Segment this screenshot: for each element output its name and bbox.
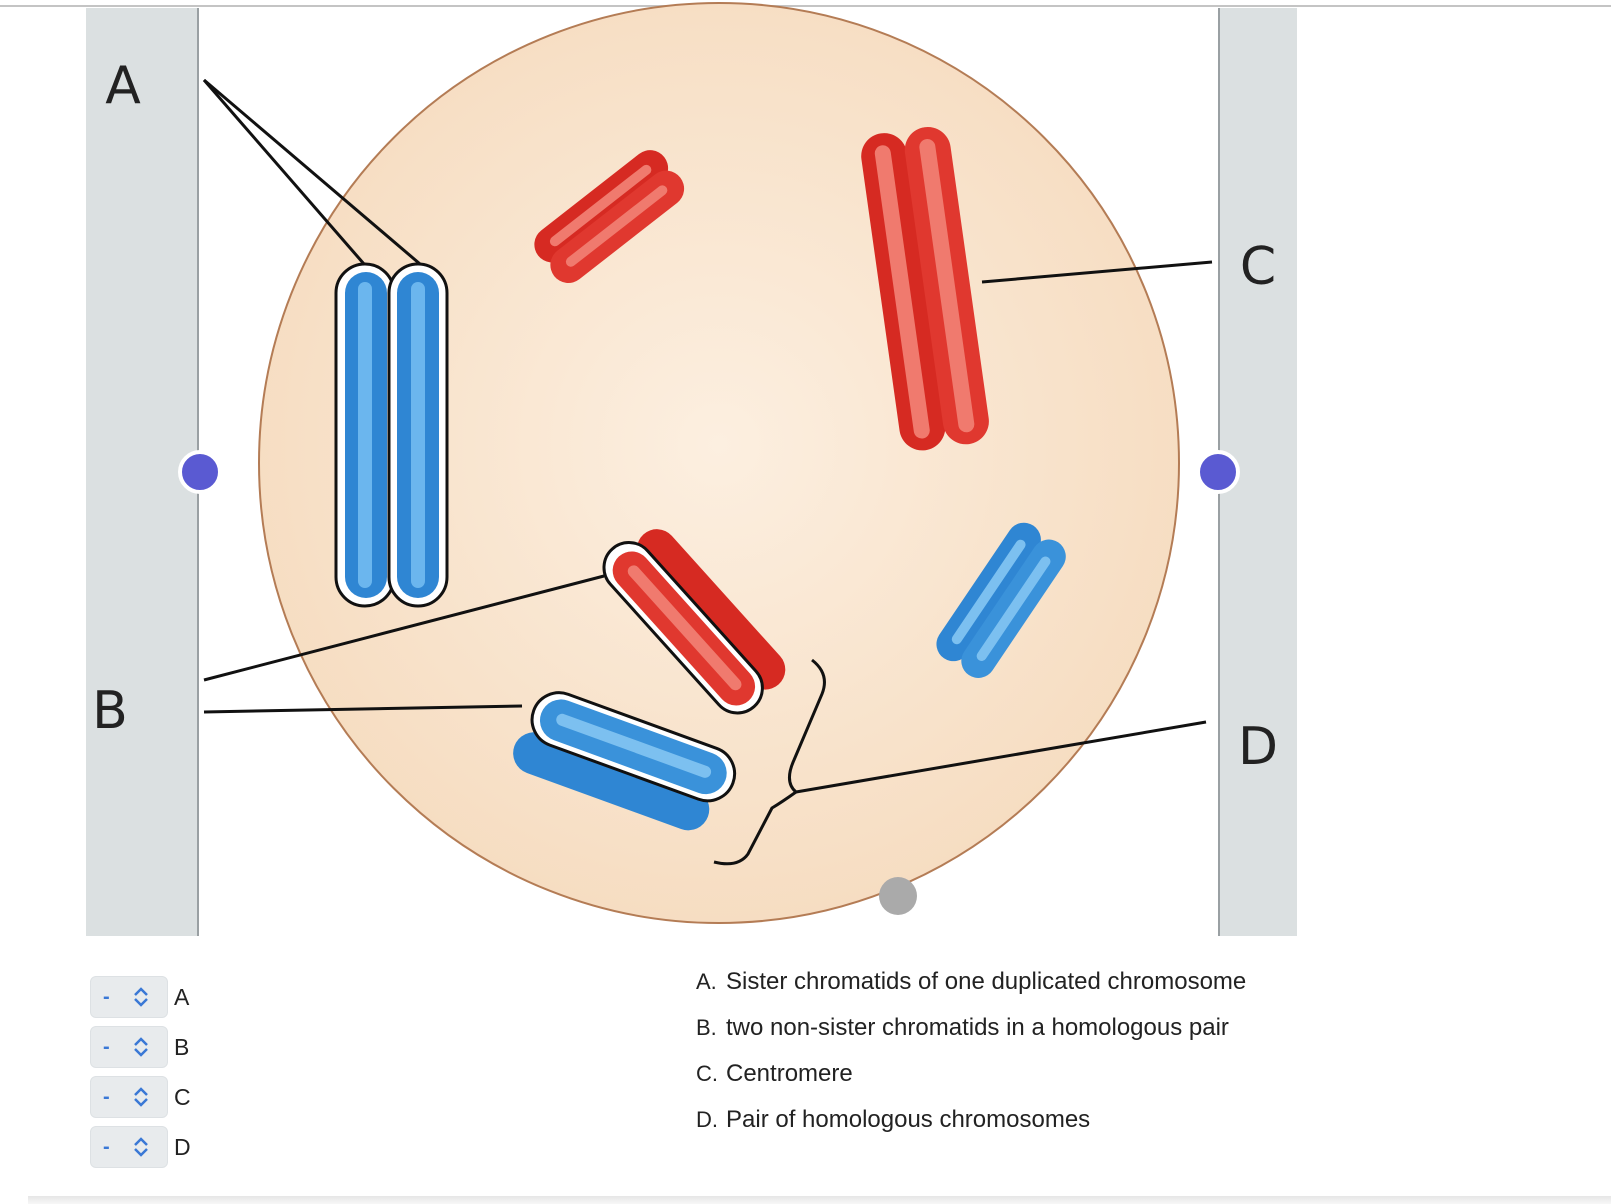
dropdown-target-label: A — [174, 983, 190, 1010]
option-key: B. — [696, 1015, 717, 1040]
top-border — [0, 5, 1611, 7]
up-down-chevron-icon — [133, 1087, 148, 1107]
dropdown-row-d: - D — [90, 1126, 191, 1168]
option-d: D. Pair of homologous chromosomes — [696, 1106, 1246, 1152]
small-blue-chromosome — [936, 522, 1066, 678]
label-a: A — [105, 56, 141, 116]
option-text: Sister chromatids of one duplicated chro… — [726, 968, 1247, 995]
option-b: B. two non-sister chromatids in a homolo… — [696, 1014, 1246, 1060]
option-text: Pair of homologous chromosomes — [726, 1106, 1091, 1133]
answer-select-a[interactable]: - — [90, 976, 168, 1018]
answer-select-b[interactable]: - — [90, 1026, 168, 1068]
option-c: C. Centromere — [696, 1060, 1246, 1106]
answer-options: A. Sister chromatids of one duplicated c… — [696, 968, 1246, 1152]
up-down-chevron-icon — [133, 987, 148, 1007]
dropdown-row-a: - A — [90, 976, 191, 1018]
red-homolog — [602, 529, 786, 715]
label-c: C — [1240, 237, 1276, 297]
small-red-chromosome — [534, 150, 685, 283]
option-text: Centromere — [726, 1060, 853, 1087]
select-value: - — [103, 985, 110, 1008]
leader-lines — [202, 78, 1213, 866]
dropdown-target-label: D — [174, 1133, 191, 1160]
option-a: A. Sister chromatids of one duplicated c… — [696, 968, 1246, 1014]
option-key: D. — [696, 1107, 718, 1132]
select-value: - — [103, 1035, 110, 1058]
dropdown-row-b: - B — [90, 1026, 191, 1068]
blue-sister-chromatids — [334, 262, 449, 608]
dropdown-target-label: C — [174, 1083, 191, 1110]
option-key: C. — [696, 1061, 718, 1086]
answer-dropdowns: - A - B - C - D — [90, 976, 191, 1176]
up-down-chevron-icon — [133, 1037, 148, 1057]
dropdown-row-c: - C — [90, 1076, 191, 1118]
select-value: - — [103, 1135, 110, 1158]
labeling-figure: A B C D — [86, 2, 1297, 936]
label-b: B — [92, 681, 128, 741]
bottom-divider — [28, 1196, 1611, 1204]
drag-handle[interactable] — [879, 877, 917, 915]
option-key: A. — [696, 969, 717, 994]
option-text: two non-sister chromatids in a homologou… — [726, 1014, 1229, 1041]
up-down-chevron-icon — [133, 1137, 148, 1157]
drop-target-right[interactable] — [1196, 450, 1240, 494]
large-red-chromosome — [861, 126, 989, 451]
blue-homolog — [513, 691, 737, 831]
select-value: - — [103, 1085, 110, 1108]
answer-select-c[interactable]: - — [90, 1076, 168, 1118]
label-d: D — [1238, 717, 1278, 777]
answer-select-d[interactable]: - — [90, 1126, 168, 1168]
dropdown-target-label: B — [174, 1033, 190, 1060]
drop-target-left[interactable] — [178, 450, 222, 494]
